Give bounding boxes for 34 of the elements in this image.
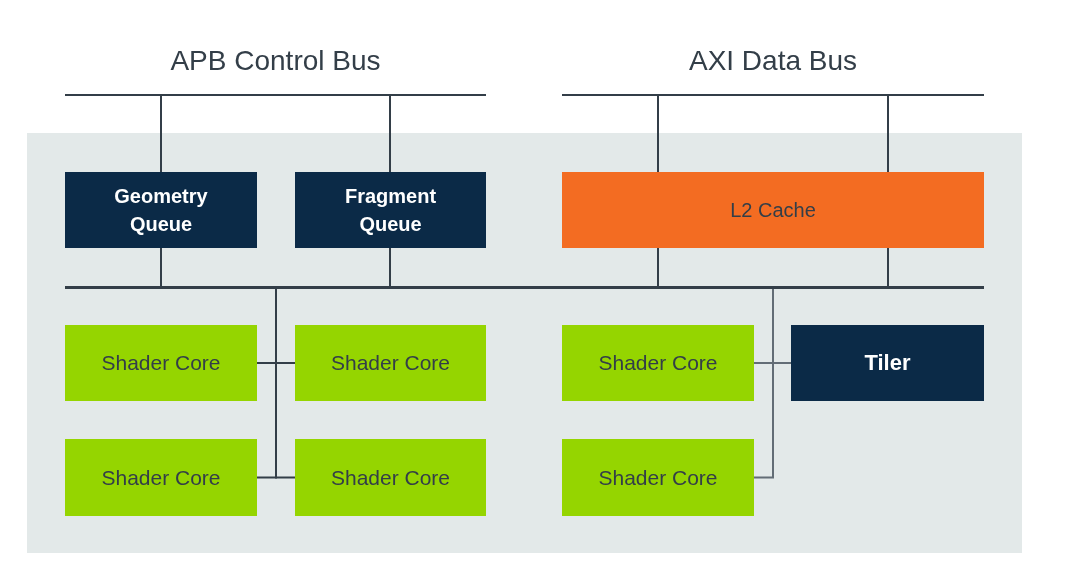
tiler-box	[791, 325, 984, 401]
connector-line	[887, 247, 889, 287]
connector-line	[657, 247, 659, 287]
queue-box	[295, 172, 486, 248]
box-label: Shader Core	[101, 464, 221, 491]
shader-core-box	[562, 439, 754, 516]
bus-line	[65, 286, 984, 289]
connector-line	[160, 247, 162, 287]
box-label: Shader Core	[330, 464, 451, 491]
box-label: Shader Core	[598, 350, 718, 376]
shader-core-box	[562, 325, 754, 401]
box-label: Shader Core	[330, 350, 451, 376]
shader-core-box	[295, 439, 486, 516]
box-label: Shader Core	[101, 350, 221, 376]
shader-core-box	[65, 325, 257, 401]
box-label: Geometry Queue	[113, 184, 209, 237]
connector-line	[657, 95, 659, 173]
connector-line	[389, 247, 391, 287]
gpu-panel	[27, 133, 1022, 553]
box-label: L2 Cache	[730, 198, 816, 223]
connector-line	[160, 95, 162, 173]
connector-line	[887, 95, 889, 173]
shader-core-box	[295, 325, 486, 401]
box-label: Shader Core	[598, 464, 718, 491]
box-label: Tiler	[864, 349, 911, 377]
bus-title: APB Control Bus	[170, 44, 381, 78]
connector-line	[389, 95, 391, 173]
connector-line	[753, 288, 774, 479]
box-label: Fragment Queue	[343, 184, 438, 237]
shader-core-box	[65, 439, 257, 516]
queue-box	[65, 172, 257, 248]
bus-title: AXI Data Bus	[688, 44, 858, 78]
connector-line	[275, 288, 296, 479]
cache-box	[562, 172, 984, 248]
